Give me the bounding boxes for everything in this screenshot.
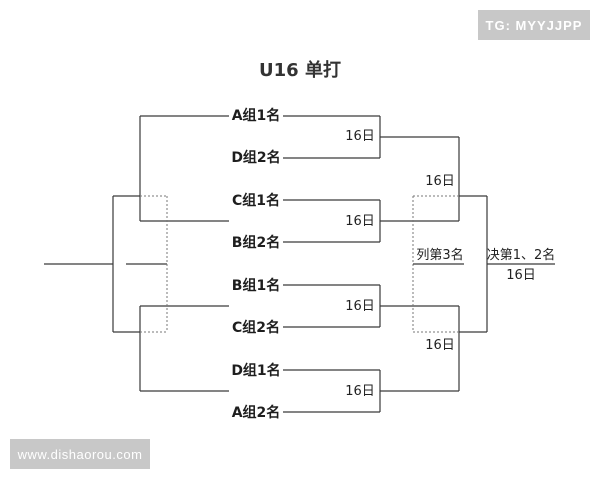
match-date-label: 16日: [345, 384, 375, 399]
final-label: 决第1、2名: [487, 247, 556, 263]
quarterfinal-bracket-3: [283, 284, 459, 328]
quarterfinal-bracket-2: [283, 199, 459, 243]
third-place-label: 列第3名: [416, 247, 463, 263]
left-bracket-solid: [44, 115, 229, 392]
diagram-title: U16 单打: [259, 60, 341, 81]
team-label: D组2名: [231, 149, 280, 166]
quarterfinal-bracket-4: [283, 369, 459, 413]
team-label: C组2名: [232, 319, 280, 336]
left-bracket-dotted: [140, 195, 168, 333]
match-date-label: 16日: [425, 338, 455, 353]
quarterfinal-bracket-1: [283, 115, 459, 159]
team-label: D组1名: [231, 362, 280, 379]
team-label: A组1名: [232, 107, 281, 124]
team-label: B组2名: [232, 234, 280, 251]
match-date-label: 16日: [345, 299, 375, 314]
team-label: A组2名: [232, 404, 281, 421]
final-bracket: [486, 196, 555, 332]
watermark-badge-top: TG: MYYJJPP: [478, 10, 590, 40]
semifinal-bracket-top: [458, 137, 487, 221]
final-date-label: 16日: [506, 268, 536, 283]
match-date-label: 16日: [425, 174, 455, 189]
watermark-badge-bottom: www.dishaorou.com: [10, 439, 150, 469]
match-date-label: 16日: [345, 214, 375, 229]
match-date-label: 16日: [345, 129, 375, 144]
team-label: B组1名: [232, 277, 280, 294]
team-label: C组1名: [232, 192, 280, 209]
semifinal-bracket-bottom: [458, 306, 487, 391]
